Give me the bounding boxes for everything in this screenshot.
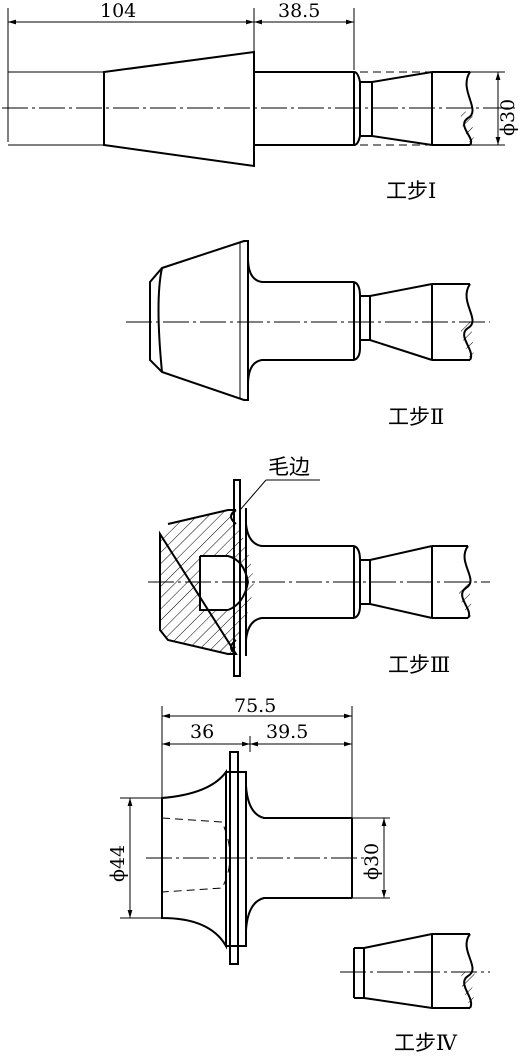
step4-dim-phi44: ϕ44 bbox=[107, 845, 129, 882]
step1-dim-phi30: ϕ30 bbox=[497, 99, 519, 136]
step4-label: 工步Ⅳ bbox=[394, 1031, 458, 1055]
step1-drawing: 104 38.5 ϕ30 工步Ⅰ bbox=[2, 0, 519, 203]
step3-flash-label: 毛边 bbox=[268, 455, 310, 479]
step1-label: 工步Ⅰ bbox=[386, 179, 436, 203]
step2-drawing: 工步Ⅱ bbox=[126, 240, 490, 429]
step4-dim-75-5: 75.5 bbox=[234, 695, 276, 717]
step4-dim-39-5: 39.5 bbox=[266, 721, 308, 743]
step1-dim-104: 104 bbox=[100, 0, 136, 22]
step2-label: 工步Ⅱ bbox=[388, 405, 444, 429]
step4-drawing: 75.5 36 39.5 ϕ44 ϕ30 工步Ⅳ bbox=[107, 695, 490, 1055]
step4-dim-phi30: ϕ30 bbox=[361, 843, 383, 880]
step1-dim-38-5: 38.5 bbox=[278, 0, 320, 22]
step3-drawing: 毛边 工步Ⅲ bbox=[148, 455, 490, 677]
step3-label: 工步Ⅲ bbox=[388, 653, 450, 677]
step4-dim-36: 36 bbox=[190, 721, 214, 743]
